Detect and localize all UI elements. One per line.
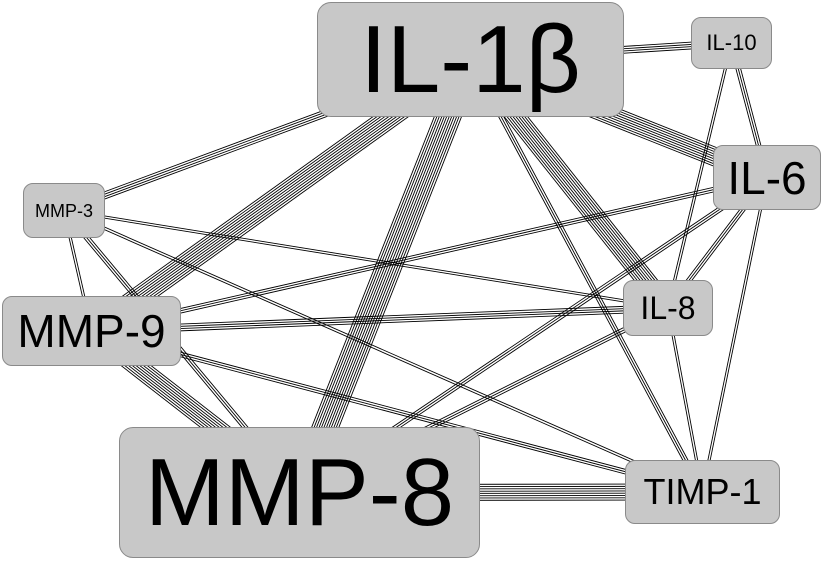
edge-strand (472, 58, 705, 492)
edge-strand (91, 304, 668, 329)
edge-strand (304, 61, 477, 495)
edge-strand (64, 208, 704, 492)
edge-strand (91, 179, 768, 334)
edge-il6-timp1 (700, 177, 769, 493)
node-il-8[interactable]: IL-8 (623, 280, 713, 336)
edge-strand (63, 211, 668, 310)
node-mmp-9[interactable]: MMP-9 (2, 296, 181, 366)
node-timp-1[interactable]: TIMP-1 (625, 460, 780, 524)
edge-strand (300, 59, 473, 494)
edge-il1b-timp1 (468, 58, 705, 494)
node-il-1-beta[interactable]: IL-1β (317, 2, 624, 117)
edge-strand (91, 306, 669, 331)
edge-strand (468, 60, 701, 494)
edge-strand (91, 330, 703, 493)
edge-strand (90, 332, 703, 495)
edge-mmp9-timp1 (90, 328, 704, 495)
edge-strand (64, 208, 669, 308)
edge-strand (302, 60, 475, 494)
edge-strand (700, 177, 767, 492)
edge-strand (310, 63, 483, 498)
node-mmp-8[interactable]: MMP-8 (119, 427, 480, 558)
edge-strand (295, 58, 468, 492)
edge-strand (287, 54, 460, 489)
edge-strand (289, 55, 462, 489)
edge-strand (293, 57, 466, 491)
edge-strand (308, 63, 481, 497)
edge-strand (470, 59, 703, 493)
edge-mmp3-timp1 (63, 208, 704, 494)
edge-il1b-mmp8 (287, 54, 483, 498)
edge-strand (63, 211, 703, 494)
edge-strand (91, 310, 669, 335)
edge-strand (91, 328, 704, 491)
node-il-10[interactable]: IL-10 (691, 17, 772, 69)
edge-mmp9-il8 (91, 304, 669, 335)
edge-il6-mmp9 (90, 174, 768, 334)
edge-strand (306, 62, 479, 496)
node-mmp-3[interactable]: MMP-3 (23, 183, 105, 238)
edge-il10-il8 (666, 42, 734, 309)
edge-strand (90, 174, 767, 330)
edge-strand (91, 308, 669, 333)
edge-strand (91, 177, 768, 332)
node-il-6[interactable]: IL-6 (713, 145, 821, 210)
edge-mmp3-il8 (63, 208, 669, 310)
edge-strand (291, 56, 464, 490)
edge-strand (703, 177, 769, 493)
edge-strand (668, 43, 734, 309)
edge-strand (297, 58, 470, 493)
edge-strand (666, 42, 731, 308)
